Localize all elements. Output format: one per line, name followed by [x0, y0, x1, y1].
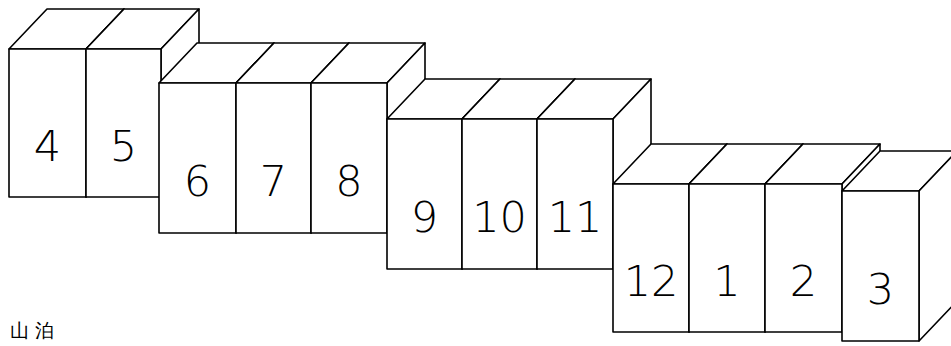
month-number: 9 [387, 196, 462, 239]
caption-fragment: 山 泊 [10, 318, 54, 344]
month-number: 11 [537, 196, 613, 239]
block-outline [841, 150, 951, 342]
month-number: 7 [236, 160, 311, 203]
month-number: 4 [9, 125, 86, 168]
month-number: 5 [86, 125, 161, 168]
month-number: 10 [462, 196, 537, 239]
month-block: 3 [841, 150, 951, 342]
month-number: 1 [689, 260, 765, 303]
month-number: 3 [842, 268, 919, 311]
month-number: 12 [613, 260, 689, 303]
month-number: 6 [159, 160, 236, 203]
month-number: 2 [765, 260, 842, 303]
month-number: 8 [311, 160, 387, 203]
